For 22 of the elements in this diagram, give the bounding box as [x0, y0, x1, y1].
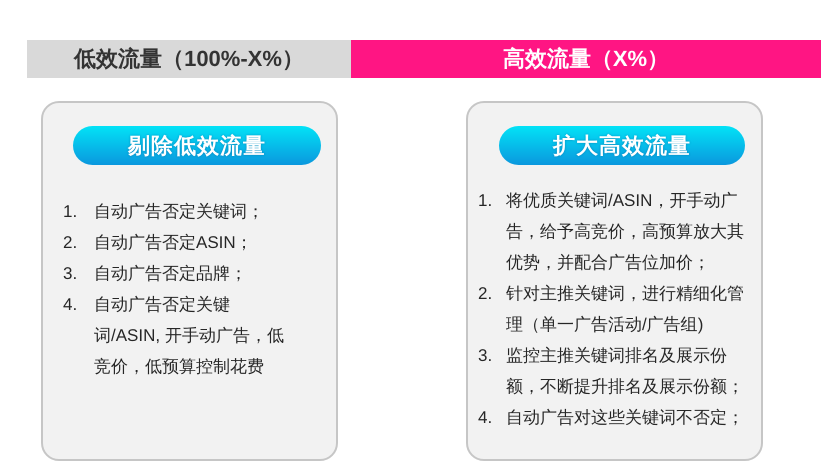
- list-number: 1.: [63, 201, 78, 223]
- list-item: 自动广告对这些关键词不否定；: [506, 407, 745, 429]
- card: [41, 101, 338, 461]
- list-item: 自动广告否定关键词/ASIN, 开手动广告，低竞价，低预算控制花费: [94, 294, 285, 378]
- list-number: 3.: [63, 263, 78, 285]
- heading-pill: 扩大高效流量: [499, 126, 745, 165]
- list-number: 1.: [478, 190, 494, 212]
- list-item: 自动广告否定品牌；: [94, 263, 248, 285]
- list-item: 自动广告否定ASIN；: [94, 232, 254, 254]
- list-number: 4.: [478, 407, 494, 429]
- list-item: 将优质关键词/ASIN，开手动广告，给予高竞价，高预算放大其优势，并配合广告位加价；: [506, 190, 745, 274]
- heading-pill: 剔除低效流量: [73, 126, 321, 165]
- list-item: 针对主推关键词，进行精细化管理（单一广告活动/广告组): [506, 283, 745, 336]
- list-number: 2.: [63, 232, 78, 254]
- list-number: 4.: [63, 294, 78, 316]
- list-item: 监控主推关键词排名及展示份额，不断提升排名及展示份额；: [506, 345, 745, 398]
- list-item: 自动广告否定关键词；: [94, 201, 265, 223]
- list-number: 3.: [478, 345, 494, 367]
- list-number: 2.: [478, 283, 494, 305]
- header-bar: 高效流量（X%）: [351, 40, 821, 78]
- card: [466, 101, 763, 461]
- header-bar: 低效流量（100%-X%）: [27, 40, 351, 78]
